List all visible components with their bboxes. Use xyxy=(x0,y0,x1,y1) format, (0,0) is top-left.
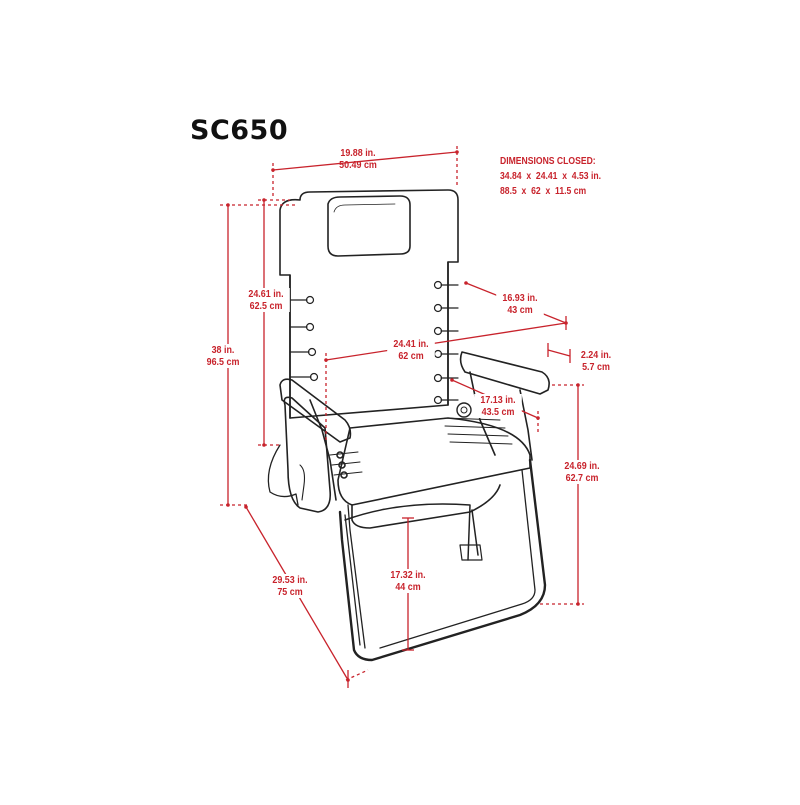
dimensions-closed-metric: 88.5 x 62 x 11.5 cm xyxy=(500,185,587,197)
label-overall-height: 38 in. 96.5 cm xyxy=(199,344,247,368)
label-top-width: 19.88 in. 50.49 cm xyxy=(339,147,377,171)
label-armrest-width: 2.24 in. 5.7 cm xyxy=(580,349,612,373)
label-seat-height: 17.32 in. 44 cm xyxy=(384,569,432,593)
model-title: SC650 xyxy=(190,115,289,146)
label-base-depth: 29.53 in. 75 cm xyxy=(266,574,314,598)
label-armrest-height: 24.69 in. 62.7 cm xyxy=(558,460,606,484)
right-armrest xyxy=(459,351,550,395)
chair-outline xyxy=(267,189,550,662)
lacing-left xyxy=(289,295,319,382)
dimension-ticks xyxy=(226,150,580,682)
label-back-height: 24.61 in. 62.5 cm xyxy=(242,288,290,312)
label-seat-width: 24.41 in. 62 cm xyxy=(387,338,435,362)
label-seat-depth: 16.93 in. 43 cm xyxy=(496,292,544,316)
dimensions-closed-heading: DIMENSIONS CLOSED: xyxy=(500,155,596,167)
front-frame xyxy=(338,458,547,662)
seat xyxy=(337,417,531,506)
label-armrest-depth: 17.13 in. 43.5 cm xyxy=(474,394,522,418)
dimension-lines xyxy=(220,146,584,688)
cooler-bag xyxy=(283,396,332,513)
lacing-right xyxy=(433,280,459,405)
rear-frame xyxy=(344,503,479,561)
dimensions-closed-imperial: 34.84 x 24.41 x 4.53 in. xyxy=(500,170,602,182)
pillow xyxy=(327,195,411,257)
backrest xyxy=(279,189,459,419)
left-armrest xyxy=(279,378,352,443)
dimensions-closed: DIMENSIONS CLOSED: 34.84 x 24.41 x 4.53 … xyxy=(500,154,601,199)
